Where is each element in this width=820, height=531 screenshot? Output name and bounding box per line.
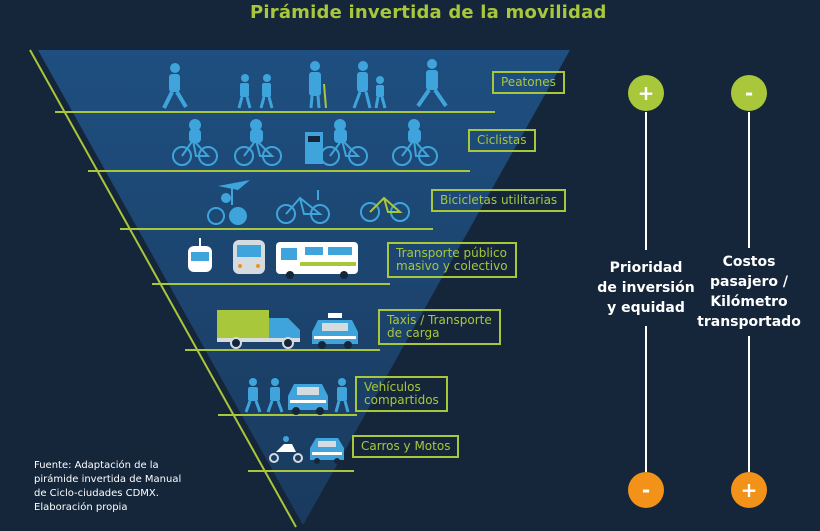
taxi-icon bbox=[312, 313, 358, 349]
utility-bicycle-icons bbox=[207, 180, 410, 225]
source-note: Fuente: Adaptación de la pirámide invert… bbox=[34, 460, 182, 513]
cable-car-icon bbox=[188, 238, 212, 272]
bicycle-icon bbox=[320, 119, 368, 166]
bicycle-icon bbox=[392, 119, 438, 166]
pedestrian-icon bbox=[162, 63, 188, 109]
level-label-bicicletas-utilitarias: Bicicletas utilitarias bbox=[431, 189, 567, 212]
priority-low-minus-icon: - bbox=[628, 472, 664, 508]
taxi-cargo-icons bbox=[217, 310, 358, 349]
shared-vehicle-icons bbox=[244, 378, 350, 415]
pyramid-edge-line bbox=[29, 49, 297, 528]
elderly-pedestrian-icon bbox=[309, 61, 327, 109]
pedestrian-icons bbox=[162, 59, 448, 109]
cyclist-icons bbox=[172, 119, 438, 166]
bicycle-icon bbox=[360, 196, 410, 222]
cost-high-plus-icon: + bbox=[731, 472, 767, 508]
walking-pedestrian-icon bbox=[416, 59, 448, 108]
pedestrian-icon bbox=[334, 378, 350, 413]
cost-low-minus-icon: - bbox=[731, 75, 767, 111]
child-pedestrian-icon bbox=[259, 74, 274, 109]
car-icon bbox=[310, 438, 344, 464]
level-label-transporte-publico: Transporte público masivo y colectivo bbox=[387, 242, 517, 278]
pedestrian-icon bbox=[244, 378, 262, 413]
pedestrian-icon bbox=[266, 378, 284, 413]
priority-high-plus-icon: + bbox=[628, 75, 664, 111]
priority-axis-title: Prioridad de inversión y equidad bbox=[597, 260, 695, 316]
level-label-taxis-carga: Taxis / Transporte de carga bbox=[378, 309, 501, 345]
bus-icon bbox=[276, 242, 358, 279]
level-label-carros-motos: Carros y Motos bbox=[352, 435, 460, 458]
cargo-truck-icon bbox=[217, 310, 300, 349]
metro-train-icon bbox=[233, 240, 265, 274]
parent-child-pedestrian-icon bbox=[352, 61, 387, 109]
page-title: Pirámide invertida de la movilidad bbox=[250, 2, 607, 23]
bicycle-icon bbox=[234, 119, 282, 166]
child-pedestrian-icon bbox=[237, 74, 252, 109]
bike-station-icon bbox=[305, 132, 323, 164]
public-transport-icons bbox=[188, 238, 358, 279]
level-label-ciclistas: Ciclistas bbox=[468, 129, 536, 152]
cost-axis-title: Costos pasajero / Kilómetro transportado bbox=[697, 254, 801, 330]
level-lines bbox=[55, 111, 495, 472]
car-moto-icons bbox=[269, 436, 344, 464]
shared-car-icon bbox=[288, 384, 328, 415]
bicycle-icon bbox=[172, 119, 218, 166]
cargo-tricycle-icon bbox=[207, 180, 250, 225]
level-label-peatones: Peatones bbox=[492, 71, 565, 94]
inverted-pyramid bbox=[38, 50, 570, 525]
motorcycle-icon bbox=[269, 436, 303, 463]
bicycle-icon bbox=[276, 190, 330, 224]
level-label-vehiculos-compartidos: Vehículos compartidos bbox=[355, 376, 448, 412]
